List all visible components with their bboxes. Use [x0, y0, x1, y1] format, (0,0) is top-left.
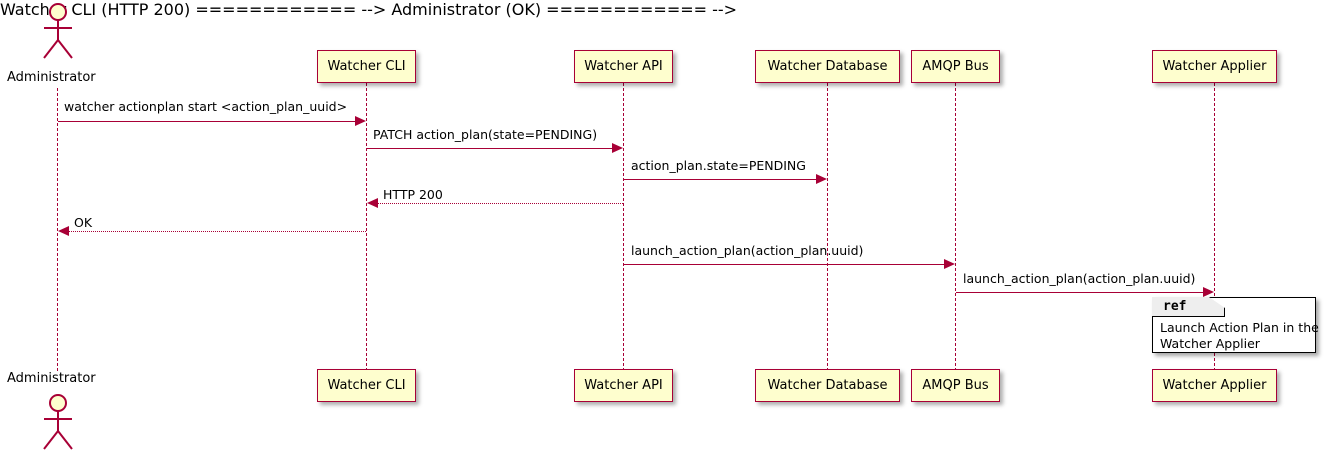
message-arrowhead-launch-action-plan-bus — [944, 259, 955, 269]
participant-label-watcher-cli-bottom: Watcher CLI — [327, 378, 406, 393]
ref-fragment-text: Launch Action Plan in the Watcher Applie… — [1154, 320, 1319, 352]
message-line-ok — [69, 231, 366, 232]
message-label-http-200: HTTP 200 — [383, 187, 443, 202]
lifeline-watcher-cli — [366, 83, 367, 371]
message-line-action-plan-state-pending — [624, 179, 817, 180]
participant-box-watcher-database-top[interactable]: Watcher Database — [755, 50, 900, 83]
participant-box-watcher-applier-top[interactable]: Watcher Applier — [1152, 50, 1277, 83]
participant-label-watcher-database-top: Watcher Database — [767, 59, 888, 74]
ref-fragment-box — [1152, 297, 1316, 353]
participant-box-watcher-api-top[interactable]: Watcher API — [574, 50, 673, 83]
participant-label-amqp-bus-bottom: AMQP Bus — [922, 378, 989, 393]
participant-label-watcher-cli-top: Watcher CLI — [327, 59, 406, 74]
actor-administrator-bottom — [43, 394, 73, 450]
message-arrowhead-ok — [58, 226, 69, 236]
message-line-launch-action-plan-bus — [624, 264, 945, 265]
message-label-action-plan-state-pending: action_plan.state=PENDING — [631, 158, 806, 173]
message-arrowhead-actionplan-start — [355, 116, 366, 126]
participant-label-watcher-api-bottom: Watcher API — [584, 378, 663, 393]
lifeline-watcher-applier — [1214, 83, 1215, 371]
message-arrowhead-launch-action-plan-applier — [1203, 287, 1214, 297]
ref-fragment-tab: ref — [1152, 297, 1225, 317]
message-line-launch-action-plan-applier — [956, 292, 1204, 293]
ref-fragment-tab-label: ref — [1163, 299, 1187, 314]
actor-label-administrator-bottom: Administrator — [7, 371, 96, 386]
participant-label-watcher-api-top: Watcher API — [584, 59, 663, 74]
message-label-actionplan-start: watcher actionplan start <action_plan_uu… — [64, 99, 348, 114]
participant-box-amqp-bus-bottom[interactable]: AMQP Bus — [911, 369, 1000, 402]
message-arrowhead-action-plan-state-pending — [816, 174, 827, 184]
lifeline-amqp-bus — [955, 83, 956, 371]
message-label-ok: OK — [74, 215, 93, 230]
message-line-http-200 — [378, 203, 623, 204]
ref-fragment-text-line-2: Watcher Applier — [1160, 336, 1260, 351]
message-label-launch-action-plan-applier: launch_action_plan(action_plan.uuid) — [963, 271, 1196, 286]
participant-box-amqp-bus-top[interactable]: AMQP Bus — [911, 50, 1000, 83]
participant-box-watcher-cli-top[interactable]: Watcher CLI — [317, 50, 416, 83]
lifeline-watcher-database — [827, 83, 828, 371]
message-label-launch-action-plan-bus: launch_action_plan(action_plan.uuid) — [631, 243, 864, 258]
participant-box-watcher-cli-bottom[interactable]: Watcher CLI — [317, 369, 416, 402]
message-arrowhead-http-200 — [367, 198, 378, 208]
actor-administrator-top — [43, 3, 73, 59]
participant-label-watcher-database-bottom: Watcher Database — [767, 378, 888, 393]
ref-fragment-text-line-1: Launch Action Plan in the — [1160, 320, 1319, 335]
lifeline-watcher-api — [623, 83, 624, 371]
actor-label-administrator-top: Administrator — [7, 70, 96, 85]
message-label-patch-action-plan: PATCH action_plan(state=PENDING) — [373, 127, 598, 142]
lifeline-administrator — [57, 88, 58, 371]
message-arrowhead-patch-action-plan — [612, 143, 623, 153]
participant-label-watcher-applier-bottom: Watcher Applier — [1162, 378, 1267, 393]
message-line-patch-action-plan — [367, 148, 613, 149]
participant-box-watcher-api-bottom[interactable]: Watcher API — [574, 369, 673, 402]
participant-box-watcher-applier-bottom[interactable]: Watcher Applier — [1152, 369, 1277, 402]
message-line-actionplan-start — [58, 121, 356, 122]
participant-label-amqp-bus-top: AMQP Bus — [922, 59, 989, 74]
participant-box-watcher-database-bottom[interactable]: Watcher Database — [755, 369, 900, 402]
participant-label-watcher-applier-top: Watcher Applier — [1162, 59, 1267, 74]
